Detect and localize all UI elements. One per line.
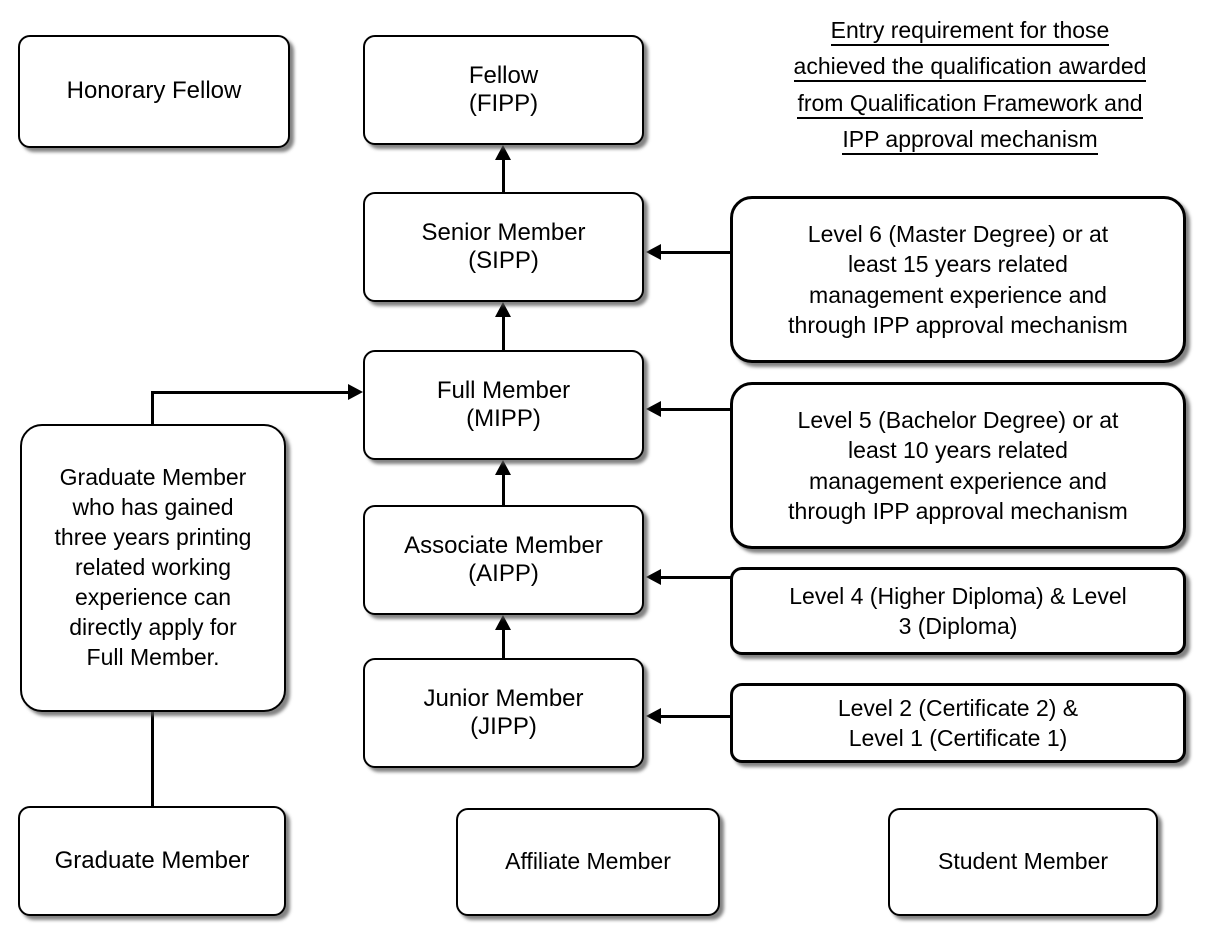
connector-graduate-note-elbow-horizontal	[151, 391, 348, 394]
graduate-member-label: Graduate Member	[54, 846, 250, 874]
graduate-note-line-3: three years printing	[54, 524, 252, 551]
connector-full-to-senior-shaft	[502, 317, 505, 350]
node-graduate-member[interactable]: Graduate Member	[18, 806, 286, 916]
connector-graduate-member-to-note	[151, 712, 154, 806]
node-graduate-member-note[interactable]: Graduate Member who has gained three yea…	[20, 424, 286, 712]
node-full-member[interactable]: Full Member (MIPP)	[363, 350, 644, 460]
level43-line-2: 3 (Diploma)	[898, 613, 1018, 639]
junior-member-designation: (JIPP)	[470, 713, 537, 740]
level6-line-2: least 15 years related	[848, 251, 1068, 278]
heading-line-3: from Qualification Framework and	[740, 85, 1200, 121]
node-level-4-3-requirement[interactable]: Level 4 (Higher Diploma) & Level 3 (Dipl…	[730, 567, 1186, 655]
connector-graduate-note-to-full-arrowhead	[348, 384, 363, 400]
level21-line-1: Level 2 (Certificate 2) &	[837, 694, 1079, 721]
honorary-fellow-label: Honorary Fellow	[66, 77, 242, 105]
junior-member-title: Junior Member	[423, 684, 584, 712]
full-member-designation: (MIPP)	[466, 405, 541, 432]
node-affiliate-member[interactable]: Affiliate Member	[456, 808, 720, 916]
level21-line-2: Level 1 (Certificate 1)	[848, 725, 1068, 751]
affiliate-member-label: Affiliate Member	[505, 848, 671, 875]
fellow-title: Fellow	[468, 61, 539, 89]
connector-senior-to-fellow-shaft	[502, 160, 505, 192]
graduate-note-line-7: Full Member.	[86, 643, 220, 670]
connector-graduate-note-elbow-vertical	[151, 391, 154, 426]
node-level-2-1-requirement[interactable]: Level 2 (Certificate 2) & Level 1 (Certi…	[730, 683, 1186, 763]
level5-line-2: least 10 years related	[848, 437, 1068, 464]
node-student-member[interactable]: Student Member	[888, 808, 1158, 916]
connector-level21-to-junior-shaft	[661, 715, 731, 718]
senior-member-designation: (SIPP)	[468, 247, 539, 274]
connector-level43-to-associate-shaft	[661, 576, 731, 579]
node-associate-member[interactable]: Associate Member (AIPP)	[363, 505, 644, 615]
node-fellow[interactable]: Fellow (FIPP)	[363, 35, 644, 145]
diagram-heading: Entry requirement for those achieved the…	[740, 12, 1200, 157]
associate-member-designation: (AIPP)	[468, 560, 539, 587]
connector-level5-to-full-arrowhead	[646, 401, 661, 417]
connector-level6-to-senior-shaft	[661, 251, 731, 254]
graduate-note-line-2: who has gained	[72, 494, 234, 521]
level6-line-4: through IPP approval mechanism	[788, 311, 1128, 338]
full-member-title: Full Member	[436, 376, 571, 404]
node-level-5-requirement[interactable]: Level 5 (Bachelor Degree) or at least 10…	[730, 382, 1186, 549]
connector-junior-to-associate-shaft	[502, 630, 505, 658]
level6-line-1: Level 6 (Master Degree) or at	[807, 220, 1109, 247]
connector-level6-to-senior-arrowhead	[646, 244, 661, 260]
level6-line-3: management experience and	[809, 281, 1107, 308]
student-member-label: Student Member	[937, 848, 1109, 875]
level5-line-4: through IPP approval mechanism	[788, 497, 1128, 524]
connector-level21-to-junior-arrowhead	[646, 708, 661, 724]
node-senior-member[interactable]: Senior Member (SIPP)	[363, 192, 644, 302]
graduate-note-line-6: directly apply for	[69, 613, 237, 640]
graduate-note-line-1: Graduate Member	[59, 464, 247, 491]
graduate-note-line-5: experience can	[75, 583, 231, 610]
senior-member-title: Senior Member	[421, 218, 586, 246]
connector-senior-to-fellow-arrowhead	[495, 145, 511, 160]
connector-associate-to-full-arrowhead	[495, 460, 511, 475]
level43-line-1: Level 4 (Higher Diploma) & Level	[789, 582, 1127, 609]
associate-member-title: Associate Member	[404, 531, 603, 559]
level5-line-1: Level 5 (Bachelor Degree) or at	[797, 406, 1119, 433]
heading-line-2: achieved the qualification awarded	[740, 48, 1200, 84]
connector-level43-to-associate-arrowhead	[646, 569, 661, 585]
node-junior-member[interactable]: Junior Member (JIPP)	[363, 658, 644, 768]
fellow-designation: (FIPP)	[468, 90, 539, 117]
node-honorary-fellow[interactable]: Honorary Fellow	[18, 35, 290, 148]
heading-line-4: IPP approval mechanism	[740, 121, 1200, 157]
level5-line-3: management experience and	[809, 467, 1107, 494]
connector-associate-to-full-shaft	[502, 475, 505, 505]
node-level-6-requirement[interactable]: Level 6 (Master Degree) or at least 15 y…	[730, 196, 1186, 363]
connector-junior-to-associate-arrowhead	[495, 615, 511, 630]
heading-line-1: Entry requirement for those	[740, 12, 1200, 48]
connector-level5-to-full-shaft	[661, 408, 731, 411]
connector-full-to-senior-arrowhead	[495, 302, 511, 317]
graduate-note-line-4: related working	[75, 554, 231, 581]
